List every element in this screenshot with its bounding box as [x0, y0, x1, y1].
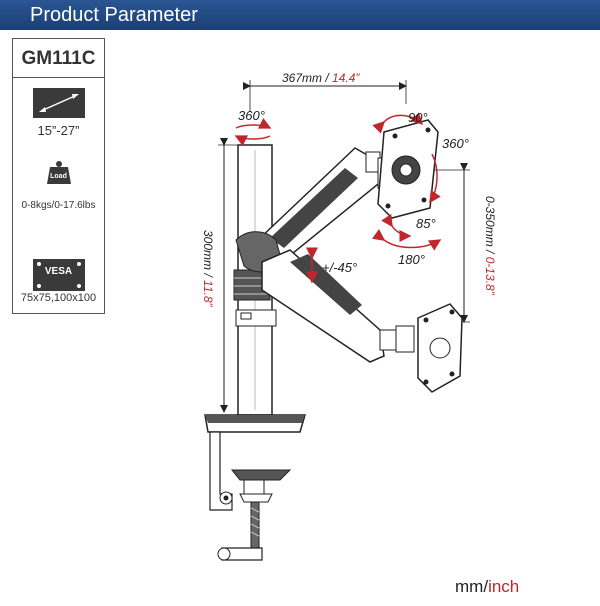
load-label: Load: [50, 173, 67, 180]
unit-mm: mm: [455, 577, 484, 596]
load-range-text: 0-8kgs/0-17.6lbs: [21, 200, 96, 211]
unit-separator: /: [483, 577, 489, 596]
weight-icon: [47, 161, 71, 184]
upper-arm-raised: [235, 147, 389, 273]
arm-length-dimension: 367mm / 14.4”: [243, 71, 407, 112]
height-range-in: 0-13.8”: [483, 257, 497, 296]
unit-legend: mm/inch: [455, 577, 519, 597]
arm-length-mm: 367mm: [282, 71, 322, 85]
head-tilt-indicator: 90°: [372, 110, 428, 134]
arm-length-in: 14.4”: [332, 71, 360, 85]
height-range-mm: 0-350mm: [483, 196, 497, 247]
svg-text:0-350mm / 0-13.8”: 0-350mm / 0-13.8”: [483, 196, 497, 296]
screen-size-text: 15”-27”: [37, 123, 80, 138]
screen-size-icon: [33, 88, 85, 118]
tilt-down-label: 85°: [416, 216, 436, 231]
arm-tilt-label: +/-45°: [322, 260, 357, 275]
pole-height-dimension: 300mm / 11.8”: [201, 138, 240, 413]
svg-text:367mm / 14.4”: 367mm / 14.4”: [282, 71, 360, 85]
base-rotation-indicator: 360°: [234, 108, 272, 147]
vesa-label: VESA: [44, 266, 73, 277]
spec-panel: GM111C 15”-27” Load 0-8kgs/0-17.6lbs VES…: [12, 38, 105, 314]
swivel-label: 180°: [398, 252, 425, 267]
mount-pole: [233, 144, 277, 416]
model-number: GM111C: [13, 39, 104, 78]
vesa-plate-lower: [417, 303, 463, 393]
pole-height-mm: 300mm: [201, 230, 215, 270]
vesa-plate-upper: [377, 119, 439, 219]
head-rotation-indicator: 360°: [429, 136, 469, 204]
header-bar: Product Parameter: [0, 0, 600, 30]
pole-height-in: 11.8”: [201, 280, 215, 307]
head-rotation-label: 360°: [442, 136, 469, 151]
tilt-down-indicator: 85°: [381, 213, 436, 242]
page-title: Product Parameter: [30, 4, 198, 26]
desk-clamp: [204, 414, 307, 561]
vesa-icon: [33, 259, 85, 291]
svg-text:300mm / 11.8”: 300mm / 11.8”: [201, 230, 215, 307]
unit-inch: inch: [488, 577, 520, 596]
arm-tilt-indicator: +/-45°: [306, 247, 357, 284]
head-tilt-label: 90°: [408, 110, 428, 125]
swivel-indicator: 180°: [371, 229, 442, 267]
vesa-sizes-text: 75x75,100x100: [20, 292, 97, 304]
base-rotation-label: 360°: [238, 108, 265, 123]
